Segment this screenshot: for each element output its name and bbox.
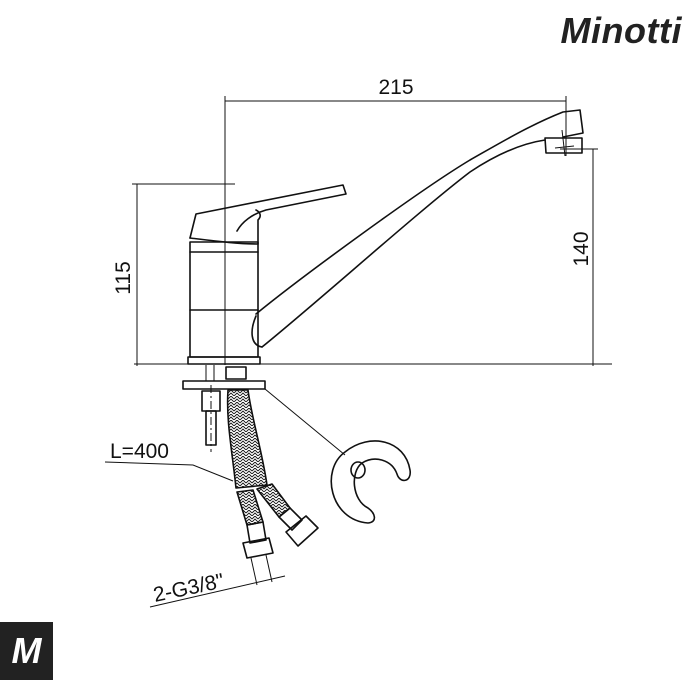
brand-mark: M <box>0 622 53 680</box>
svg-text:L=400: L=400 <box>110 440 169 463</box>
mounting-assembly <box>182 365 266 452</box>
svg-text:115: 115 <box>112 261 135 294</box>
lever-handle <box>189 184 347 245</box>
brand-logo: Minotti <box>560 10 682 51</box>
svg-text:140: 140 <box>570 231 593 266</box>
spout <box>251 109 584 348</box>
faucet-body <box>187 241 261 365</box>
dimension-115: 115 <box>112 183 235 366</box>
dimension-215: 215 <box>224 76 567 364</box>
dimension-140: 140 <box>560 148 598 366</box>
svg-text:215: 215 <box>378 76 413 99</box>
hose-length-label: L=400 <box>104 440 234 482</box>
svg-text:2-G3/8": 2-G3/8" <box>151 569 226 606</box>
flexible-hoses <box>226 389 319 586</box>
connection-label: 2-G3/8" <box>149 569 286 608</box>
c-clip <box>264 388 411 524</box>
